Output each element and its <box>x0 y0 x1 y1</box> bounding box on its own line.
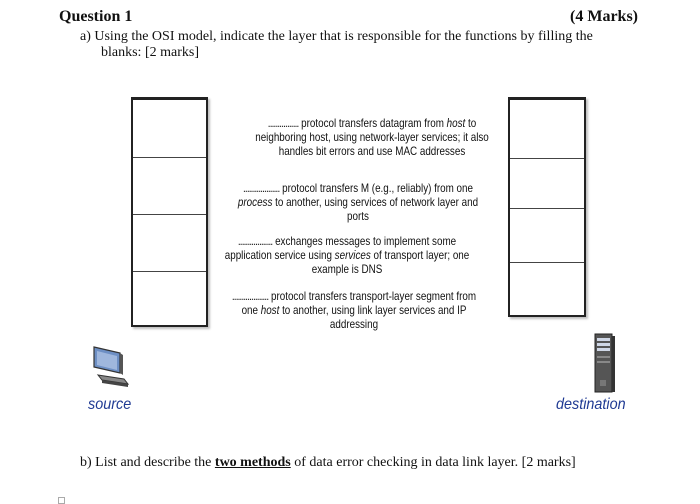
description-text: protocol transfers transport-layer segme… <box>268 289 477 303</box>
part-a-text-line-2: blanks: [2 marks] <box>101 45 199 60</box>
description-text: one host to another, using link layer se… <box>241 303 467 317</box>
page-corner-marker <box>58 497 65 504</box>
source-label: source <box>88 396 132 413</box>
fill-in-blank: ................ <box>267 116 299 130</box>
description-text: ports <box>347 209 369 223</box>
server-tower-icon <box>594 333 615 393</box>
description-text: protocol transfers datagram from host to <box>298 116 477 130</box>
part-b-suffix: of data error checking in data link laye… <box>290 455 576 470</box>
layer-description-3: .................. exchanges messages to… <box>224 234 470 276</box>
description-text: example is DNS <box>311 262 383 276</box>
destination-label: destination <box>556 396 626 413</box>
part-b-prefix: b) List and describe the <box>80 455 215 470</box>
fill-in-blank: .................. <box>237 234 273 248</box>
part-a-text-line-1: a) Using the OSI model, indicate the lay… <box>80 29 593 44</box>
fill-in-blank: ................... <box>243 181 280 195</box>
description-text: application service using services of tr… <box>224 248 470 262</box>
stack-layer-divider <box>510 158 584 159</box>
layer-description-2: ................... protocol transfers M… <box>235 181 481 223</box>
source-protocol-stack <box>131 97 208 327</box>
description-text: process to another, using services of ne… <box>237 195 479 209</box>
description-text: handles bit errors and use MAC addresses <box>278 144 466 158</box>
stack-layer-divider <box>510 208 584 209</box>
layer-description-1: ................ protocol transfers data… <box>249 116 495 158</box>
destination-protocol-stack <box>508 97 586 317</box>
stack-layer-divider <box>510 262 584 263</box>
description-text: addressing <box>329 317 379 331</box>
computer-icon <box>93 346 130 387</box>
stack-layer-divider <box>133 157 206 158</box>
description-text: neighboring host, using network-layer se… <box>255 130 489 144</box>
part-b-emphasis: two methods <box>214 455 291 470</box>
question-title: Question 1 <box>59 8 133 25</box>
stack-layer-divider <box>133 271 206 272</box>
stack-layer-divider <box>133 214 206 215</box>
fill-in-blank: ................... <box>231 289 269 303</box>
question-marks: (4 Marks) <box>570 8 638 25</box>
description-text: exchanges messages to implement some <box>272 234 457 248</box>
description-text: protocol transfers M (e.g., reliably) fr… <box>279 181 473 195</box>
layer-description-4: ................... protocol transfers t… <box>231 289 477 331</box>
part-b-text: b) List and describe the two methods of … <box>80 455 576 471</box>
